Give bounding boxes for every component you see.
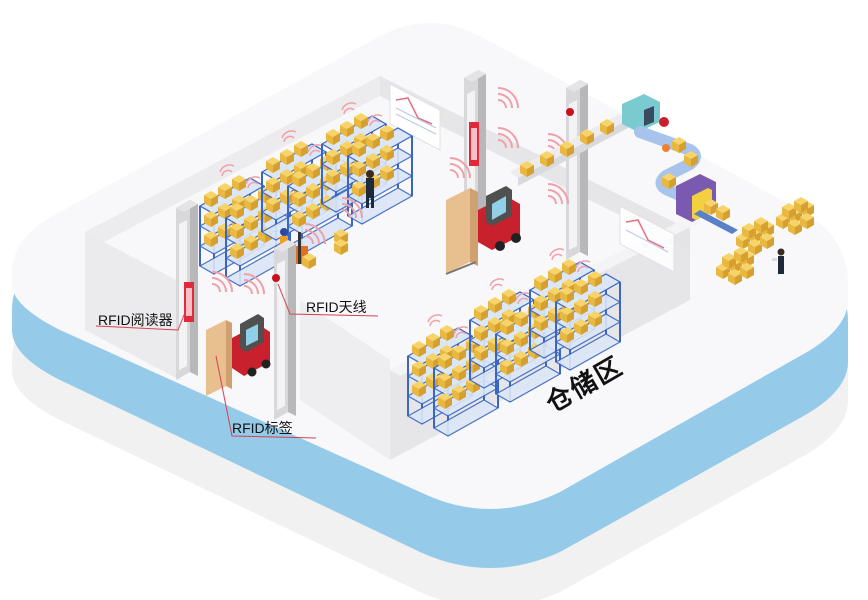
worker-figure: [366, 170, 374, 208]
back-wall-left: [85, 76, 380, 252]
scanner-tunnel-teal: [622, 94, 669, 132]
rfid-antenna-label: RFID天线: [306, 299, 367, 315]
winding-conveyor: [634, 126, 706, 210]
rfid-antenna-gate: [272, 240, 296, 420]
wall-chart-screen: [389, 83, 441, 151]
reader-leader-line: [95, 309, 187, 331]
scanner-tunnel-purple: [676, 174, 738, 234]
wall-chart-screen-2: [619, 205, 675, 273]
rfid-reader-label: RFID阅读器: [98, 312, 173, 328]
staff-with-tablet: [772, 248, 785, 274]
left-wall: [85, 232, 180, 380]
rfid-gate-right: [547, 80, 588, 260]
roller-conveyor: [510, 114, 628, 186]
rfid-gate-center: [464, 70, 519, 250]
antenna-leader-line: [277, 283, 379, 317]
forklift-center: [445, 157, 521, 275]
rfid-gate-left: [176, 200, 233, 380]
rfid-tag-label: RFID标签: [232, 420, 293, 436]
tag-leader-line: [215, 355, 317, 439]
front-wall-left: [300, 300, 390, 460]
